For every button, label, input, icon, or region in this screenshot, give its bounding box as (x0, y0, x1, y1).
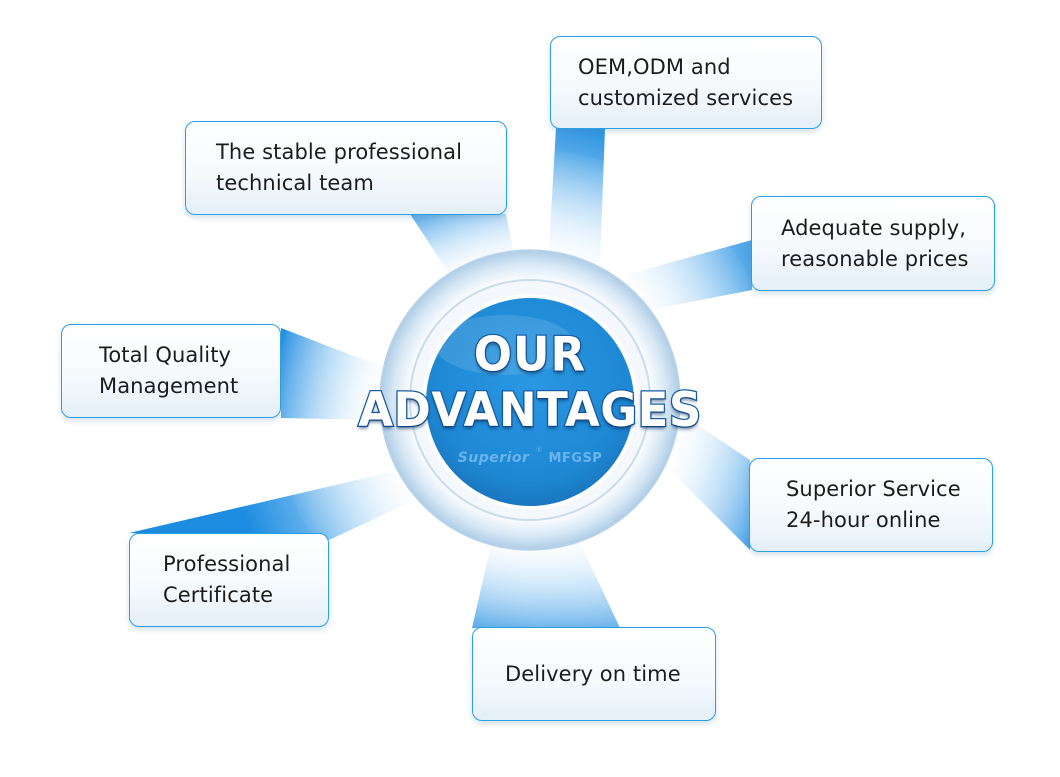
advantage-label: Professional Certificate (163, 552, 291, 607)
advantage-card-supply: Adequate supply, reasonable prices (751, 196, 995, 291)
title-line-advantages: ADVANTAGES (357, 381, 703, 439)
brand-logos: Superior ® MFGSP (440, 446, 620, 470)
advantage-label: Total Quality Management (99, 343, 239, 398)
advantage-card-oem: OEM,ODM and customized services (550, 36, 822, 129)
registered-mark-icon: ® (535, 446, 543, 454)
advantage-card-team: The stable professional technical team (185, 121, 507, 215)
brand-logo-superior: Superior (457, 450, 530, 466)
advantage-card-delivery: Delivery on time (472, 627, 716, 721)
hub-circle (422, 294, 638, 510)
title-line-our: OUR (473, 326, 587, 383)
hub-shine (435, 315, 575, 375)
advantage-card-certificate: Professional Certificate (129, 533, 329, 627)
advantage-label: OEM,ODM and customized services (578, 54, 794, 110)
advantage-label: The stable professional technical team (216, 140, 463, 195)
center-title: OUR ADVANTAGES (340, 326, 720, 439)
advantage-label: Delivery on time (505, 661, 681, 686)
advantage-card-service: Superior Service 24-hour online (749, 458, 993, 552)
advantage-label: Superior Service 24-hour online (786, 477, 961, 532)
advantage-label: Adequate supply, reasonable prices (781, 215, 969, 271)
brand-logo-mfgsp: MFGSP (548, 450, 603, 466)
advantage-card-quality: Total Quality Management (61, 324, 281, 418)
